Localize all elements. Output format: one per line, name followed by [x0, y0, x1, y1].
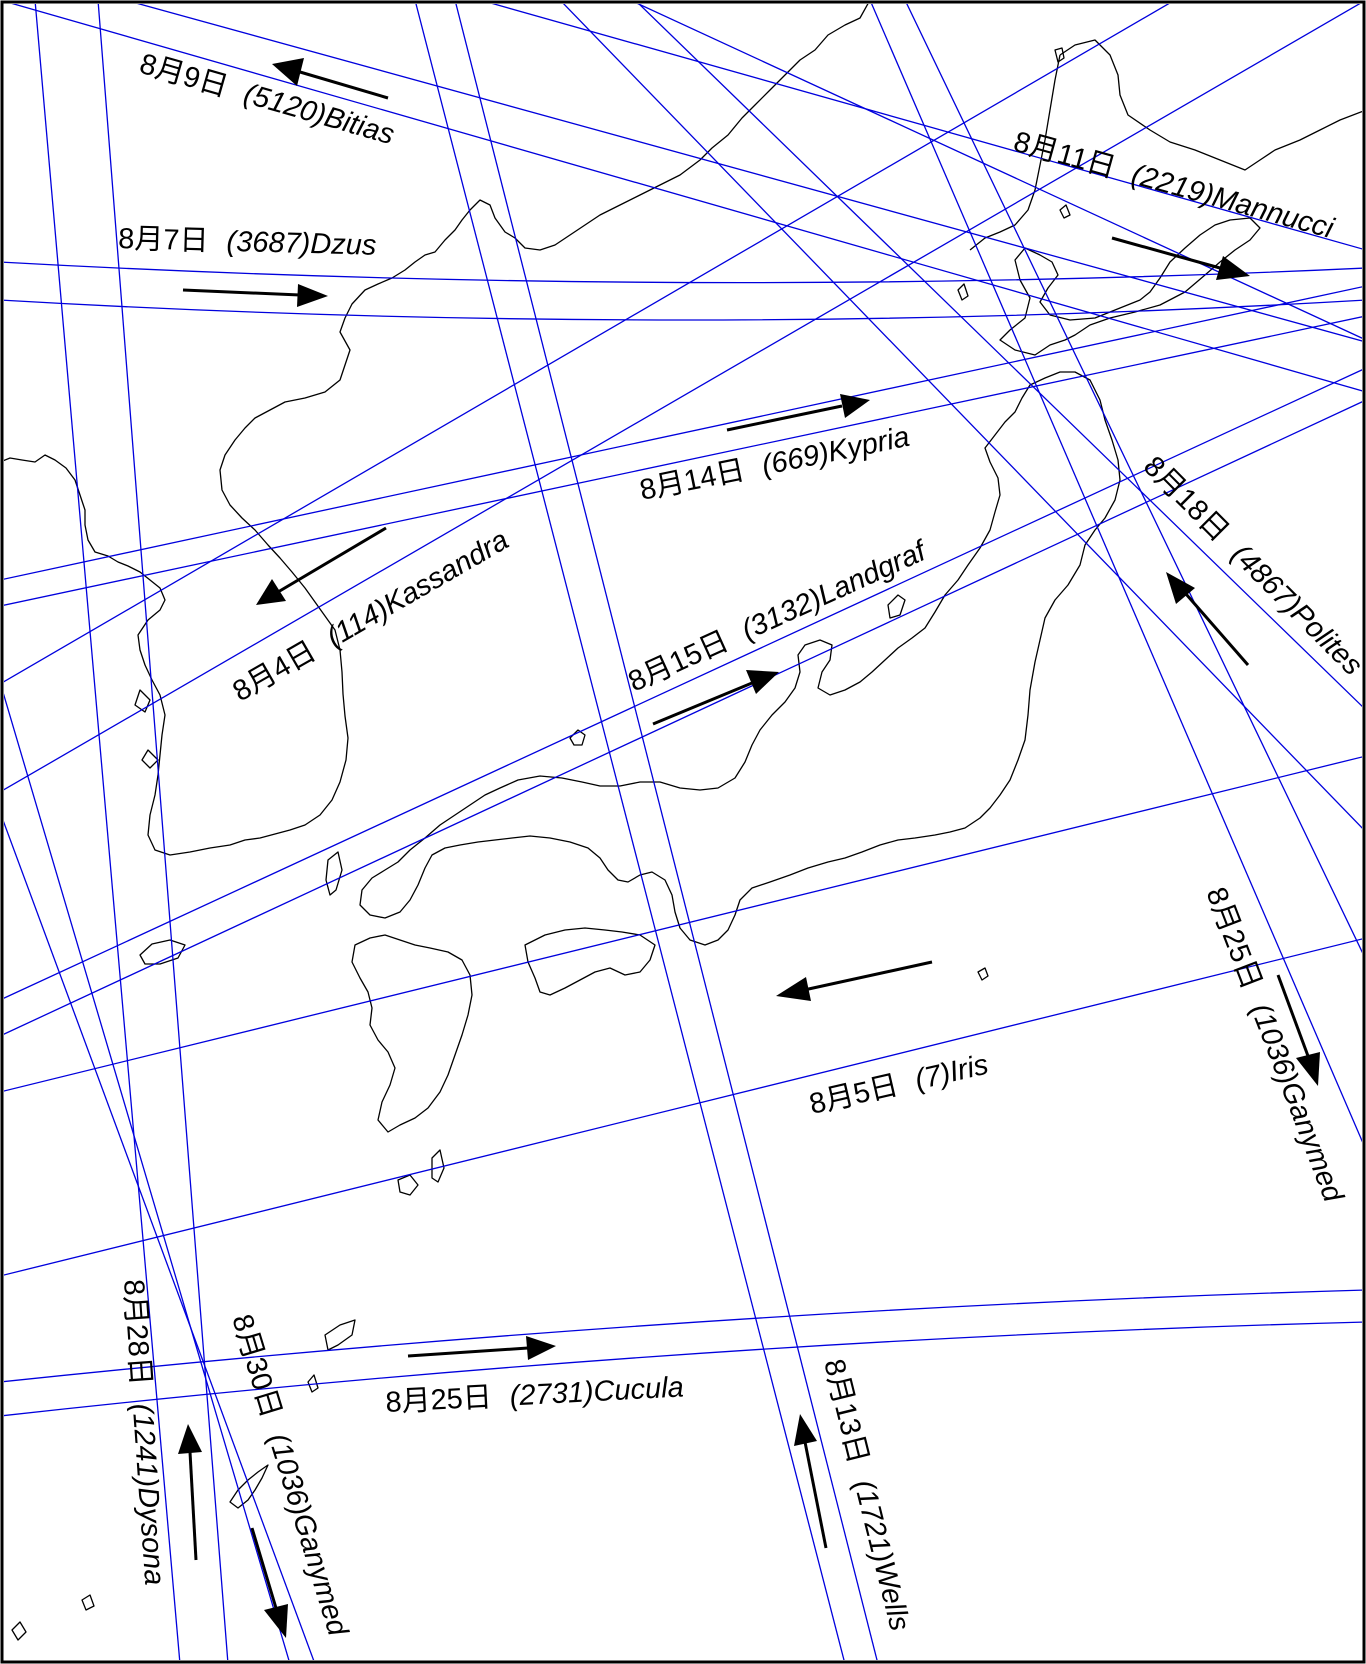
track-kypria-north: [4, 286, 1362, 580]
track-kassandra-south: [4, 4, 1361, 791]
label-dzus: 8月7日 (3687)Dzus: [118, 223, 377, 262]
arrow-dzus: [182, 284, 328, 307]
track-dysona-west: [34, 4, 181, 1660]
track-landgraf-south: [4, 401, 1362, 1035]
arrow-ganymed30: [250, 1527, 288, 1638]
arrow-kypria: [726, 394, 870, 432]
track-iris-south: [4, 938, 1362, 1276]
shikoku-coast: [524, 927, 656, 996]
label-dzus-date: 8月7日: [118, 223, 209, 257]
arrow-polites: [1166, 572, 1250, 666]
korea-west-islands: [134, 689, 159, 769]
track-cucula-south: [4, 1321, 1362, 1417]
yakushima-island: [397, 1174, 419, 1196]
track-wells-east: [455, 4, 878, 1660]
track-ganymed30-east: [4, 820, 315, 1660]
track-kypria-south: [4, 316, 1362, 606]
arrow-wells: [794, 1414, 828, 1549]
track-bitias-north: [137, 4, 1362, 342]
label-cucula-date: 8月25日: [385, 1381, 493, 1419]
oki-islands: [569, 729, 586, 746]
direction-arrows: [178, 58, 1320, 1638]
sado-island: [887, 594, 906, 619]
track-landgraf-north: [4, 369, 1362, 999]
miyakojima-island: [81, 1594, 95, 1611]
tokunoshima-island: [307, 1374, 319, 1393]
track-iris-north: [4, 756, 1362, 1092]
track-dysona-east: [97, 4, 229, 1660]
track-kassandra-north: [4, 4, 1170, 683]
track-mannucci-north: [491, 4, 1362, 250]
arrow-mannucci: [1111, 236, 1250, 280]
arrow-kassandra: [256, 526, 387, 605]
arrow-dysona: [178, 1424, 202, 1561]
arrow-ganymed25: [1276, 974, 1320, 1086]
track-wells-west: [415, 4, 845, 1660]
track-polites-north: [562, 4, 1362, 829]
track-ganymed30-west: [4, 693, 290, 1660]
arrow-cucula: [407, 1336, 556, 1360]
tanegashima-island: [431, 1149, 445, 1183]
track-dzus-south: [4, 299, 1362, 321]
ishigaki-island: [11, 1621, 27, 1641]
arrow-iris: [776, 960, 933, 1001]
label-dysona-date: 8月28日: [117, 1278, 156, 1386]
rishiri-island: [1059, 204, 1071, 219]
sakhalin-west-coast: [969, 54, 1061, 251]
track-mannucci-south: [637, 4, 1362, 339]
arrow-landgraf: [652, 670, 779, 726]
okushiri-island: [957, 283, 969, 301]
track-polites-south: [638, 4, 1362, 708]
label-dzus-name: (3687)Dzus: [226, 226, 377, 262]
track-bitias-south: [11, 4, 1362, 392]
honshu-coast: [359, 371, 1121, 946]
track-ganymed25-west: [871, 4, 1362, 1143]
hachijo-island: [977, 967, 989, 981]
track-ganymed25-east: [906, 4, 1362, 954]
tsushima-island: [325, 851, 343, 896]
mainland-coast: [4, 4, 869, 856]
rebun-island: [1054, 47, 1065, 63]
track-dzus-north: [4, 261, 1362, 284]
arrow-bitias: [272, 58, 389, 100]
kyushu-coast: [351, 934, 473, 1133]
sakhalin-coast: [1059, 39, 1362, 171]
